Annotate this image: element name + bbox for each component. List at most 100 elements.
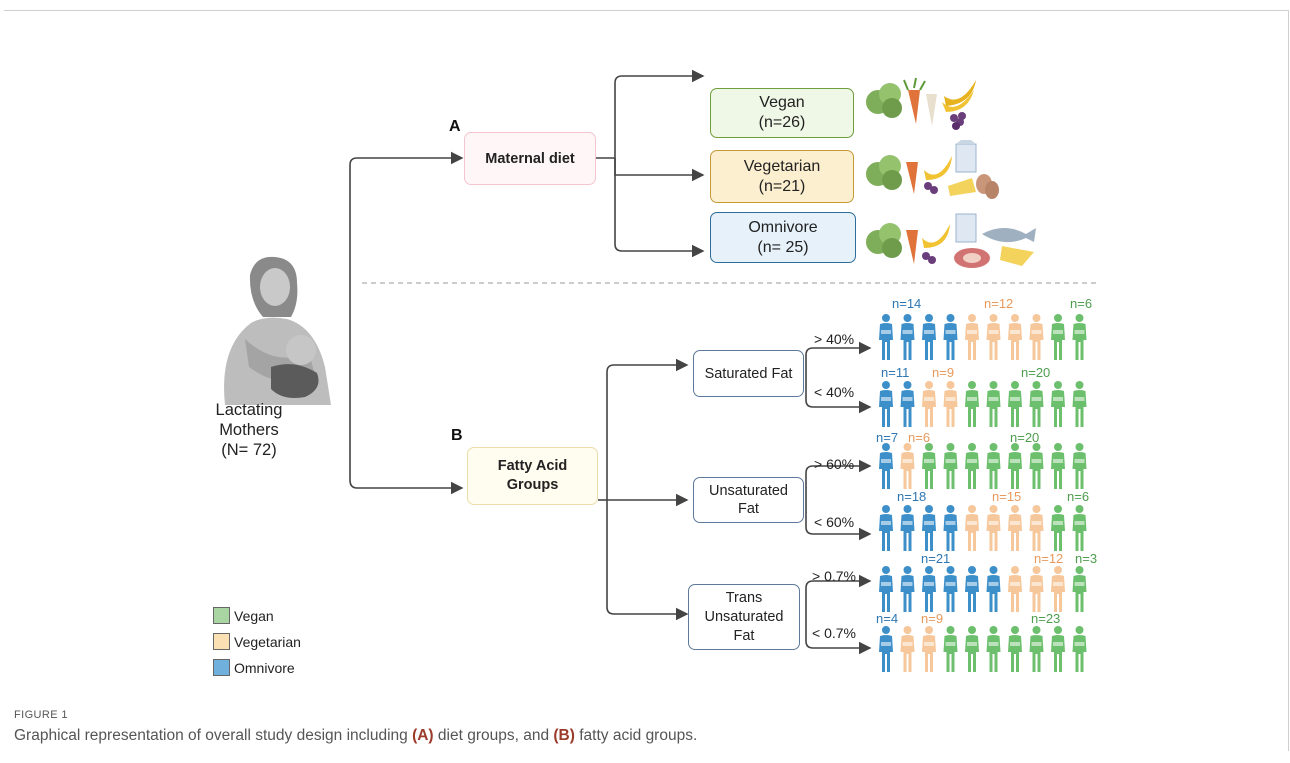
omnivore-person-icon: [965, 566, 979, 612]
vegan-person-icon: [1051, 626, 1065, 672]
figure-label: FIGURE 1: [14, 709, 68, 721]
vegan-person-icon: [986, 626, 1001, 672]
arrow-unsat-low: [805, 500, 872, 541]
figure-caption: Graphical representation of overall stud…: [14, 727, 697, 745]
vegetarian-person-icon: [986, 505, 1001, 551]
count-sat-high-omnivore: n=14: [892, 296, 922, 311]
threshold-saturated-high: > 40%: [814, 331, 855, 347]
omnivore-person-icon: [879, 381, 893, 427]
vegan-person-icon: [1051, 314, 1065, 360]
omnivore-person-icon: [922, 505, 936, 551]
vegetarian-group-box: Vegetarian (n=21): [710, 150, 854, 203]
vegetarian-person-icon: [922, 381, 936, 427]
vegetarian-group-count: (n=21): [758, 177, 806, 195]
count-unsat-low-omnivore: n=18: [897, 489, 927, 504]
threshold-trans-low: < 0.7%: [812, 625, 856, 641]
vegan-person-icon: [1051, 381, 1065, 427]
count-unsat-high-vegan: n=20: [1010, 430, 1040, 445]
count-trans-low-vegan: n=23: [1031, 611, 1061, 626]
arrow-to-omnivore: [614, 158, 705, 258]
vegetarian-person-icon: [1008, 314, 1022, 360]
vegetarian-person-icon: [900, 443, 915, 489]
legend-omnivore: Omnivore: [213, 659, 295, 676]
omnivore-swatch: [213, 659, 230, 676]
omnivore-person-icon: [922, 566, 936, 612]
vegetarian-group-name: Vegetarian: [743, 157, 821, 175]
omnivore-person-icon: [879, 314, 893, 360]
vegan-person-icon: [943, 443, 958, 489]
vegan-person-icon: [1029, 626, 1044, 672]
vegetarian-person-icon: [1051, 566, 1065, 612]
caption-part1: Graphical representation of overall stud…: [14, 727, 413, 744]
omnivore-person-icon: [922, 314, 936, 360]
vegetables-dairy-meat-fish-icon: [866, 213, 1036, 268]
vegetarian-person-icon: [922, 626, 936, 672]
caption-part2: diet groups, and: [433, 727, 554, 744]
root-label: Lactating Mothers (N= 72): [190, 400, 308, 460]
vegetarian-person-icon: [900, 626, 915, 672]
figure-frame: [4, 10, 1289, 751]
omnivore-person-icon: [943, 505, 958, 551]
mother-breastfeeding-icon: [224, 256, 331, 405]
arrow-to-fatty-acid: [349, 286, 464, 495]
vegan-group-name: Vegan: [759, 94, 805, 111]
count-trans-high-vegetarian: n=12: [1034, 551, 1064, 566]
trans-unsaturated-fat-box: Trans Unsaturated Fat: [688, 584, 800, 650]
fatty-acid-title-line2: Groups: [506, 477, 559, 493]
arrow-trans-high: [805, 574, 872, 614]
count-sat-low-omnivore: n=11: [881, 365, 910, 380]
count-trans-low-omnivore: n=4: [876, 611, 899, 626]
vegan-person-icon: [922, 443, 936, 489]
legend-vegetarian: Vegetarian: [213, 633, 301, 650]
caption-b: (B): [553, 727, 575, 744]
arrow-to-saturated: [606, 358, 689, 500]
vegan-person-icon: [1072, 443, 1087, 489]
unsaturated-fat-line2: Fat: [738, 501, 759, 517]
omnivore-person-icon: [900, 381, 915, 427]
threshold-unsaturated-low: < 60%: [814, 514, 855, 530]
vegetarian-person-icon: [943, 381, 958, 427]
vegetarian-person-icon: [986, 314, 1001, 360]
omnivore-group-box: Omnivore (n= 25): [710, 212, 856, 263]
count-unsat-low-vegan: n=6: [1067, 489, 1090, 504]
count-sat-low-vegetarian: n=9: [932, 365, 955, 380]
count-trans-low-vegetarian: n=9: [921, 611, 944, 626]
count-trans-high-omnivore: n=21: [921, 551, 951, 566]
count-unsat-high-vegetarian: n=6: [908, 430, 931, 445]
vegan-person-icon: [1029, 443, 1044, 489]
vegan-person-icon: [986, 443, 1001, 489]
vegetarian-person-icon: [1029, 566, 1044, 612]
fatty-acid-groups-box: Fatty Acid Groups: [467, 447, 598, 505]
fruit-vegetables-icon: [866, 77, 976, 130]
vegan-person-icon: [1029, 381, 1044, 427]
vegan-person-icon: [1051, 505, 1065, 551]
arrow-to-trans: [606, 500, 689, 621]
root-label-line2: (N= 72): [221, 441, 277, 459]
caption-part3: fatty acid groups.: [574, 727, 698, 744]
vegetarian-person-icon: [1029, 314, 1044, 360]
vegan-person-icon: [1072, 381, 1087, 427]
vegan-group-box: Vegan (n=26): [710, 88, 854, 138]
count-sat-high-vegetarian: n=12: [984, 296, 1014, 311]
count-unsat-high-omnivore: n=7: [876, 430, 899, 445]
arrow-unsat-high: [805, 459, 872, 500]
vegan-person-icon: [965, 626, 979, 672]
saturated-fat-box: Saturated Fat: [693, 350, 804, 397]
vegan-person-icon: [986, 381, 1001, 427]
omnivore-person-icon: [879, 626, 893, 672]
vegan-group-count: (n=26): [758, 114, 806, 131]
legend-omnivore-label: Omnivore: [234, 659, 295, 676]
omnivore-person-icon: [879, 566, 893, 612]
fatty-acid-title-line1: Fatty Acid: [497, 458, 568, 474]
omnivore-group-name: Omnivore: [748, 218, 818, 236]
panel-b-letter: B: [451, 427, 463, 444]
vegan-person-icon: [1008, 443, 1022, 489]
vegan-person-icon: [1072, 626, 1087, 672]
vegetarian-person-icon: [965, 314, 979, 360]
arrow-to-maternal-diet: [349, 151, 464, 286]
vegan-person-icon: [1072, 505, 1087, 551]
panel-a-letter: A: [449, 118, 461, 135]
count-trans-high-vegan: n=3: [1075, 551, 1098, 566]
